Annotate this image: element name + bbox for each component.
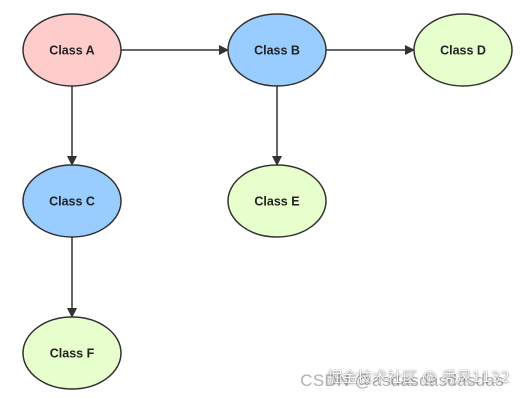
node-class-a[interactable]: Class A xyxy=(22,13,122,87)
node-class-f-label: Class F xyxy=(50,347,95,361)
watermark: CSDN @asdasdasdasdas 掘金技术社区 @ 秃风1132 xyxy=(282,363,512,393)
watermark-front-text: 掘金技术社区 @ 秃风1132 xyxy=(327,368,510,386)
node-class-c-shape xyxy=(22,164,122,238)
node-class-a-label: Class A xyxy=(49,44,94,58)
node-class-d-label: Class D xyxy=(440,44,486,58)
node-class-f[interactable]: Class F xyxy=(22,316,122,390)
node-class-e-label: Class E xyxy=(254,195,299,209)
node-class-b[interactable]: Class B xyxy=(227,13,327,87)
node-class-c-label: Class C xyxy=(49,195,95,209)
node-class-f-shape xyxy=(22,316,122,390)
node-class-e-shape xyxy=(227,164,327,238)
edges-layer xyxy=(67,45,415,318)
node-class-b-label: Class B xyxy=(254,44,300,58)
node-class-b-shape xyxy=(227,13,327,87)
node-class-d[interactable]: Class D xyxy=(413,13,513,87)
node-class-c[interactable]: Class C xyxy=(22,164,122,238)
node-class-d-shape xyxy=(413,13,513,87)
node-class-e[interactable]: Class E xyxy=(227,164,327,238)
watermark-back-text: CSDN @asdasdasdasdas xyxy=(300,371,504,390)
node-class-a-shape xyxy=(22,13,122,87)
